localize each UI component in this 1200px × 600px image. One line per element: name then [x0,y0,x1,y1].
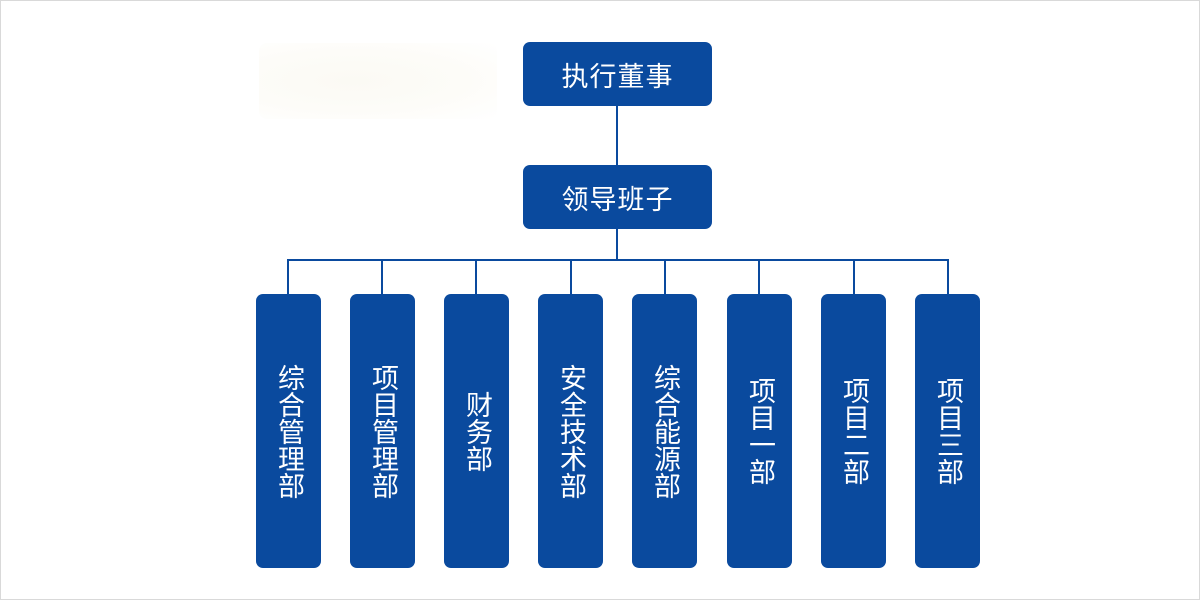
node-department: 综合能源部 [632,294,697,568]
node-department: 综合管理部 [256,294,321,568]
node-department: 项目三部 [915,294,980,568]
node-department: 财务部 [444,294,509,568]
faded-logo-area [259,43,497,119]
connector-middle-stem [616,229,618,260]
node-department: 项目管理部 [350,294,415,568]
connector-drop-8 [947,259,949,294]
node-department: 项目一部 [727,294,792,568]
connector-drop-7 [853,259,855,294]
connector-drop-1 [287,259,289,294]
node-leadership-team: 领导班子 [523,165,712,229]
connector-horizontal-bus [287,259,949,261]
connector-drop-3 [475,259,477,294]
node-department: 安全技术部 [538,294,603,568]
connector-drop-5 [664,259,666,294]
node-executive-director: 执行董事 [523,42,712,106]
node-department: 项目二部 [821,294,886,568]
connector-drop-6 [758,259,760,294]
connector-top-to-middle [616,106,618,165]
connector-drop-2 [381,259,383,294]
connector-drop-4 [570,259,572,294]
